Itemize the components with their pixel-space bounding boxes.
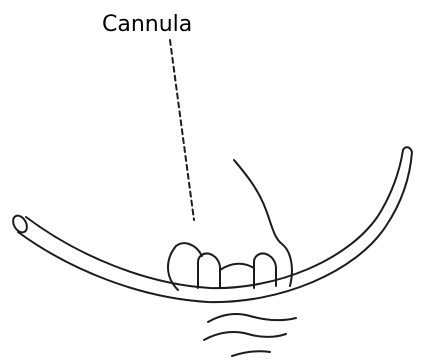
left-nostril-curl xyxy=(176,243,202,256)
upper-lip-line xyxy=(208,314,296,322)
tubing-outer-wall xyxy=(18,152,412,302)
left-nasal-prong xyxy=(198,253,220,288)
lower-lip-line xyxy=(204,332,286,340)
prong-bridge xyxy=(220,264,254,270)
tubing-inner-wall xyxy=(26,150,403,288)
cannula-label: Cannula xyxy=(102,12,192,38)
nose-outline xyxy=(234,160,292,286)
leader-line xyxy=(170,40,194,220)
tubing-right-end xyxy=(403,147,412,152)
chin-line xyxy=(232,351,270,356)
